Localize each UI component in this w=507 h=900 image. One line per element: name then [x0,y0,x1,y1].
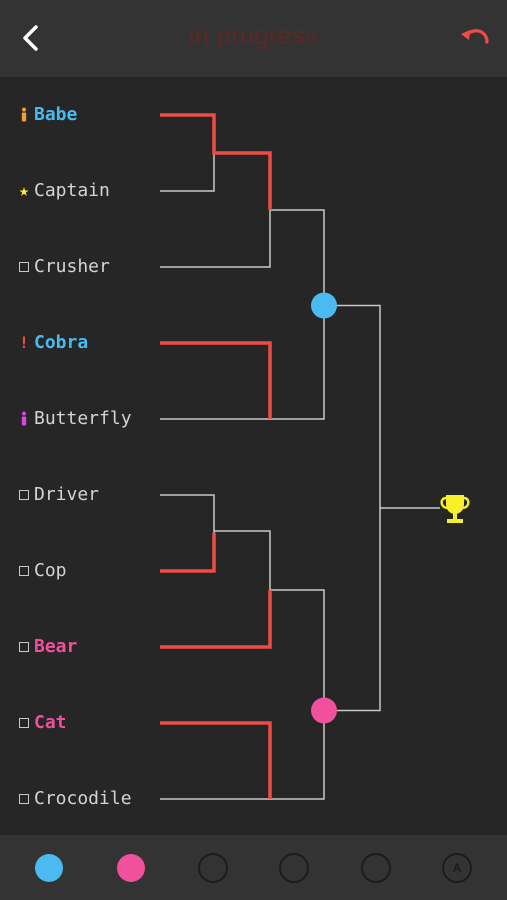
box-icon [16,485,32,505]
player-row[interactable]: ★Captain [16,179,110,203]
player-name: Captain [34,180,110,201]
empty-slot-tab-1[interactable] [198,853,228,883]
bracket-line [160,210,271,268]
player-name: Crusher [34,256,110,277]
player-row[interactable]: Butterfly [16,407,132,431]
bracket-line [160,381,271,420]
player-name: Cobra [34,332,89,353]
bracket-line [324,304,381,712]
top-bar: in progress [0,0,507,77]
pink-semifinal-marker[interactable] [311,697,337,724]
blue-team-tab[interactable] [35,854,63,882]
winner-line [160,341,272,419]
player-row[interactable]: Crusher [16,255,110,279]
player-row[interactable]: Babe [16,103,77,127]
undo-icon [461,29,489,44]
bracket-line [160,153,215,192]
figure-icon [16,105,32,125]
empty-slot-tab-2[interactable] [279,853,309,883]
bracket-lines [160,113,470,800]
bracket-line [214,530,271,590]
auto-tab[interactable]: A [442,853,472,883]
box-icon [16,637,32,657]
player-name: Butterfly [34,408,132,429]
undo-button[interactable] [457,20,493,56]
bracket-line [270,305,325,420]
player-row[interactable]: Cat [16,711,67,735]
chevron-left-icon [23,25,38,51]
player-name: Cat [34,712,67,733]
player-name: Crocodile [34,788,132,809]
box-icon [16,789,32,809]
player-name: Driver [34,484,100,505]
auto-label: A [452,861,462,875]
back-button[interactable] [14,20,50,56]
box-icon [16,561,32,581]
exclamation-icon: ! [19,333,29,352]
bracket-line [160,761,271,800]
winner-line [160,113,272,210]
box-icon [16,713,32,733]
player-row[interactable]: Driver [16,483,99,507]
bracket-line [270,209,325,306]
winner-line [160,533,216,573]
box-icon [16,257,32,277]
pink-team-tab[interactable] [117,854,145,882]
bracket-line [160,494,215,533]
blue-semifinal-marker[interactable] [311,292,337,319]
player-row[interactable]: ! Cobra [16,331,88,355]
winner-line [160,721,272,799]
page-title: in progress [188,22,319,50]
bottom-tab-bar: A [0,835,507,900]
player-row[interactable]: Bear [16,635,77,659]
player-name: Babe [34,104,78,125]
bracket-line [270,710,325,800]
winner-line [160,590,272,649]
trophy-icon [440,495,470,523]
empty-slot-tab-3[interactable] [361,853,391,883]
player-name: Cop [34,560,67,581]
player-row[interactable]: Cop [16,559,67,583]
figure-icon [16,409,32,429]
player-name: Bear [34,636,78,657]
star-icon: ★ [18,181,30,201]
bracket-line [270,589,325,711]
player-row[interactable]: Crocodile [16,787,132,811]
